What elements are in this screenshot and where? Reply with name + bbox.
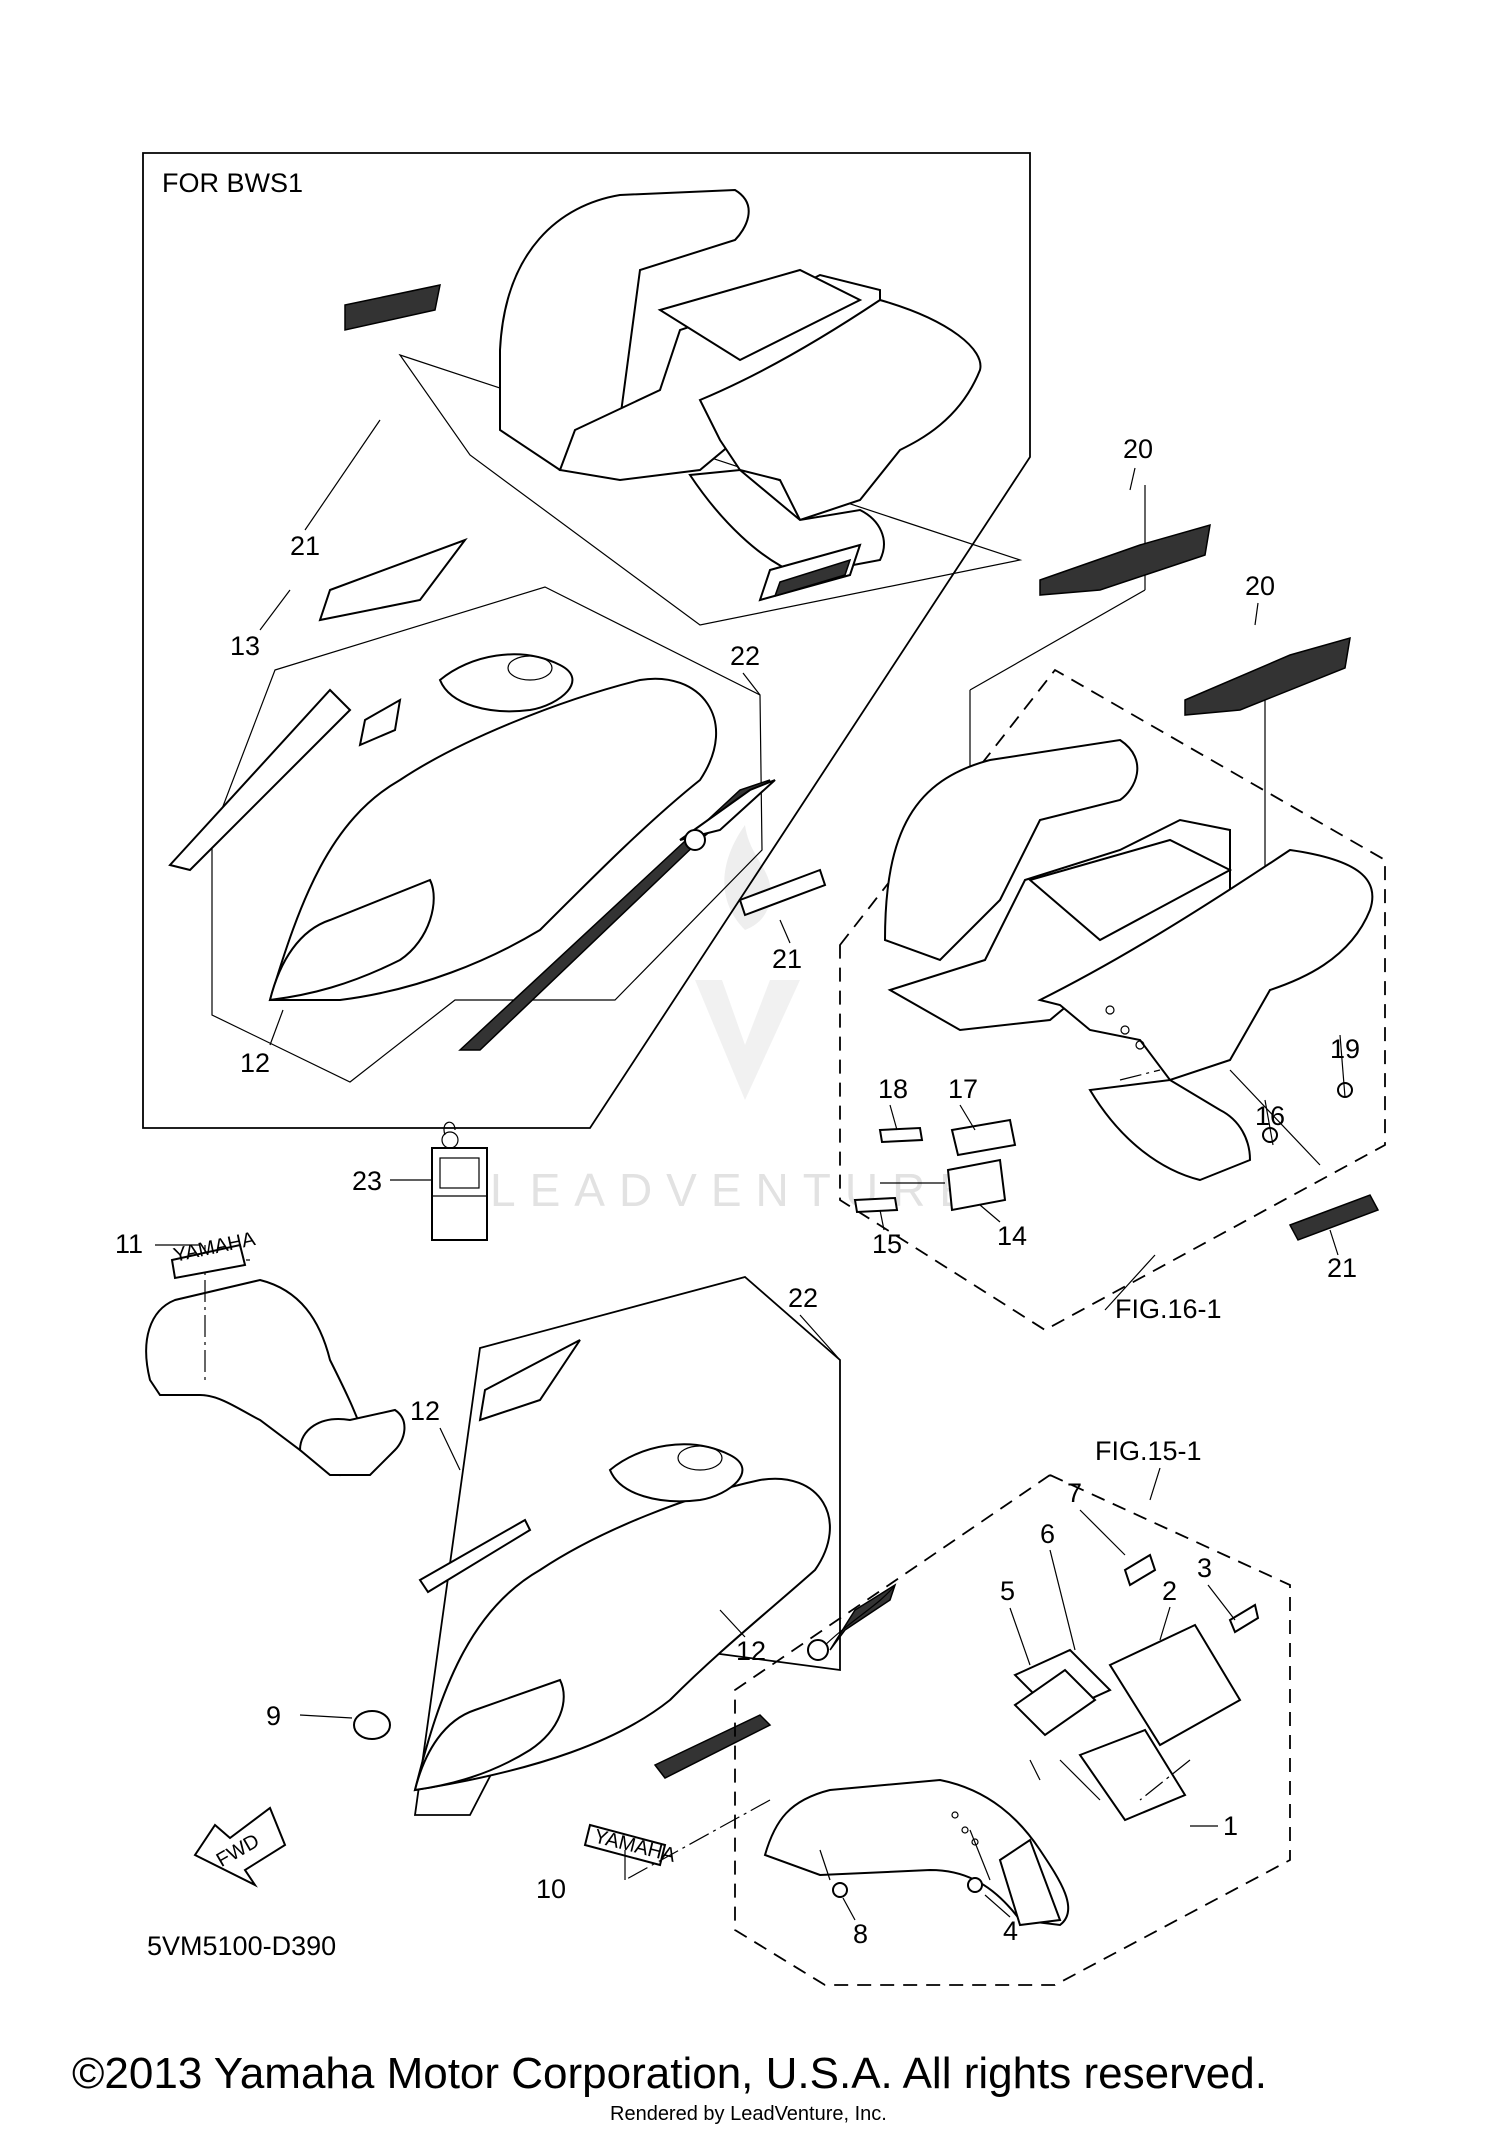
callout-8[interactable]: 8 [853,1919,868,1949]
callout-12-stripe[interactable]: 12 [410,1396,440,1426]
callout-22-std[interactable]: 22 [788,1283,818,1313]
fig-16-1-ref[interactable]: FIG.16-1 [1115,1294,1222,1324]
callouts: 1 2 3 4 5 6 7 8 9 10 11 12 12 12 13 14 1… [115,419,1360,1949]
watermark-text: LEADVENTURE [490,1164,984,1216]
callout-9[interactable]: 9 [266,1701,281,1731]
fwd-arrow-icon: FWD [193,1806,287,1888]
front-fender-standard [299,1276,897,1816]
callout-1[interactable]: 1 [1223,1811,1238,1841]
callout-18[interactable]: 18 [878,1074,908,1104]
callout-4[interactable]: 4 [1003,1916,1018,1946]
callout-5[interactable]: 5 [1000,1576,1015,1606]
box-heading: FOR BWS1 [162,168,303,198]
callout-14[interactable]: 14 [997,1221,1027,1251]
front-fender-bws1 [168,537,776,1083]
callout-20-upper[interactable]: 20 [1123,434,1153,464]
callout-19[interactable]: 19 [1330,1034,1360,1064]
front-fender-assembly-fig15 [734,1473,1291,1986]
rendered-by-notice: Rendered by LeadVenture, Inc. [610,2103,887,2125]
callout-23[interactable]: 23 [352,1166,382,1196]
callout-21-lower[interactable]: 21 [1327,1253,1357,1283]
callout-12-box[interactable]: 12 [240,1048,270,1078]
callout-12-side[interactable]: 12 [736,1636,766,1666]
callout-15[interactable]: 15 [872,1229,902,1259]
rear-fender-assembly [738,485,1386,1332]
diagram-code: 5VM5100-D390 [147,1931,336,1961]
bws1-variant-box: FOR BWS1 [142,152,1031,1129]
tag-label [390,1121,488,1241]
seat [145,1243,406,1477]
callout-7[interactable]: 7 [1067,1478,1082,1508]
callout-2[interactable]: 2 [1162,1576,1177,1606]
callout-21-box[interactable]: 21 [290,531,320,561]
yamaha-decal-10 [583,1799,771,1881]
rear-fender-bws1 [344,188,1023,626]
callout-11[interactable]: 11 [115,1229,143,1259]
callout-6[interactable]: 6 [1040,1519,1055,1549]
callout-20-lower[interactable]: 20 [1245,571,1275,601]
copyright-notice: ©2013 Yamaha Motor Corporation, U.S.A. A… [72,2049,1267,2098]
callout-22-box[interactable]: 22 [730,641,760,671]
callout-21-mid[interactable]: 21 [772,944,802,974]
fig-15-1-ref[interactable]: FIG.15-1 [1095,1436,1202,1466]
callout-3[interactable]: 3 [1197,1553,1212,1583]
callout-10[interactable]: 10 [536,1874,566,1904]
callout-17[interactable]: 17 [948,1074,978,1104]
callout-13[interactable]: 13 [230,631,260,661]
yamaha-decal-text-10: YAMAHA [592,1826,678,1868]
